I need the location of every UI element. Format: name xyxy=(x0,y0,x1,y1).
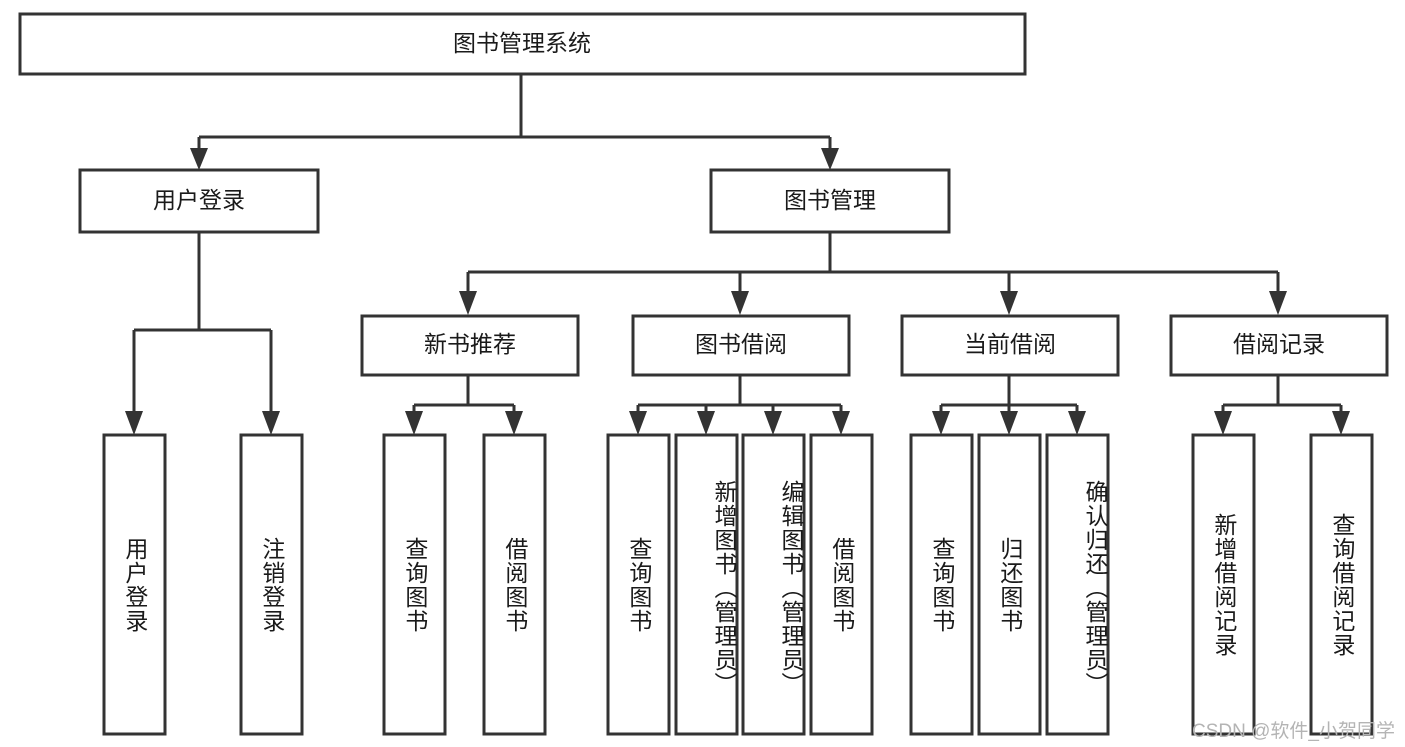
node-new-book-recommendation-label: 新书推荐 xyxy=(424,331,516,357)
arrow-head-leaf-logout xyxy=(262,411,280,435)
leaf-box-add-book-admin[interactable] xyxy=(674,433,739,736)
node-new-book-recommendation-box[interactable] xyxy=(360,314,580,377)
arrow-head-user-login xyxy=(190,148,208,170)
node-user-login[interactable]: 用户登录 xyxy=(78,168,320,234)
leaf-box-borrow-book-b[interactable] xyxy=(809,433,874,736)
leaf-box-return-book[interactable] xyxy=(977,433,1042,736)
arrow-head-leaf-query-book-c xyxy=(932,411,950,435)
node-current-borrow-box[interactable] xyxy=(900,314,1120,377)
node-new-book-recommendation[interactable]: 新书推荐 xyxy=(360,314,580,377)
leaf-box-edit-book-admin[interactable] xyxy=(741,433,806,736)
arrow-head-book-borrow xyxy=(731,291,749,315)
node-borrow-records-label: 借阅记录 xyxy=(1233,331,1325,357)
arrow-head-leaf-edit-book xyxy=(764,411,782,435)
leaf-box-query-borrow-record[interactable] xyxy=(1309,433,1374,736)
node-book-borrow-box[interactable] xyxy=(631,314,851,377)
leaf-box-query-book-b[interactable] xyxy=(606,433,671,736)
node-book-management-box[interactable] xyxy=(709,168,951,234)
arrow-head-leaf-query-book-b xyxy=(629,411,647,435)
arrow-head-current-borrow xyxy=(1000,291,1018,315)
leaf-box-confirm-return-admin[interactable] xyxy=(1045,433,1110,736)
leaf-box-logout[interactable] xyxy=(239,433,304,736)
node-borrow-records-box[interactable] xyxy=(1169,314,1389,377)
node-root-label: 图书管理系统 xyxy=(453,30,591,56)
arrow-head-borrow-records xyxy=(1269,291,1287,315)
arrow-head-leaf-add-record xyxy=(1214,411,1232,435)
node-book-management-label: 图书管理 xyxy=(784,187,876,213)
leaf-box-query-book-a[interactable] xyxy=(382,433,447,736)
leaf-box-add-borrow-record[interactable] xyxy=(1191,433,1256,736)
leaf-box-query-book-c[interactable] xyxy=(909,433,974,736)
arrow-head-leaf-query-book-a xyxy=(405,411,423,435)
node-current-borrow[interactable]: 当前借阅 xyxy=(900,314,1120,377)
node-user-login-box[interactable] xyxy=(78,168,320,234)
arrow-head-book-mgmt xyxy=(821,148,839,170)
node-root-box[interactable] xyxy=(18,12,1027,76)
arrow-head-leaf-add-book xyxy=(697,411,715,435)
node-borrow-records[interactable]: 借阅记录 xyxy=(1169,314,1389,377)
csdn-watermark: CSDN @软件_小贺同学 xyxy=(1192,721,1395,742)
node-user-login-label: 用户登录 xyxy=(153,187,245,213)
arrow-head-leaf-borrow-book-b xyxy=(832,411,850,435)
arrow-head-leaf-borrow-book-a xyxy=(505,411,523,435)
arrow-head-leaf-confirm-return xyxy=(1068,411,1086,435)
arrow-head-leaf-return-book xyxy=(1000,411,1018,435)
arrow-head-leaf-query-record xyxy=(1332,411,1350,435)
node-book-borrow[interactable]: 图书借阅 xyxy=(631,314,851,377)
node-book-management[interactable]: 图书管理 xyxy=(709,168,951,234)
connector-layer xyxy=(125,74,1350,435)
leaf-box-layer xyxy=(102,433,1374,736)
node-current-borrow-label: 当前借阅 xyxy=(964,331,1056,357)
node-root[interactable]: 图书管理系统 xyxy=(18,12,1027,76)
leaf-box-borrow-book-a[interactable] xyxy=(482,433,547,736)
node-book-borrow-label: 图书借阅 xyxy=(695,331,787,357)
arrow-head-new-book-rec xyxy=(459,291,477,315)
arrow-head-leaf-user-login xyxy=(125,411,143,435)
leaf-box-user-login[interactable] xyxy=(102,433,167,736)
